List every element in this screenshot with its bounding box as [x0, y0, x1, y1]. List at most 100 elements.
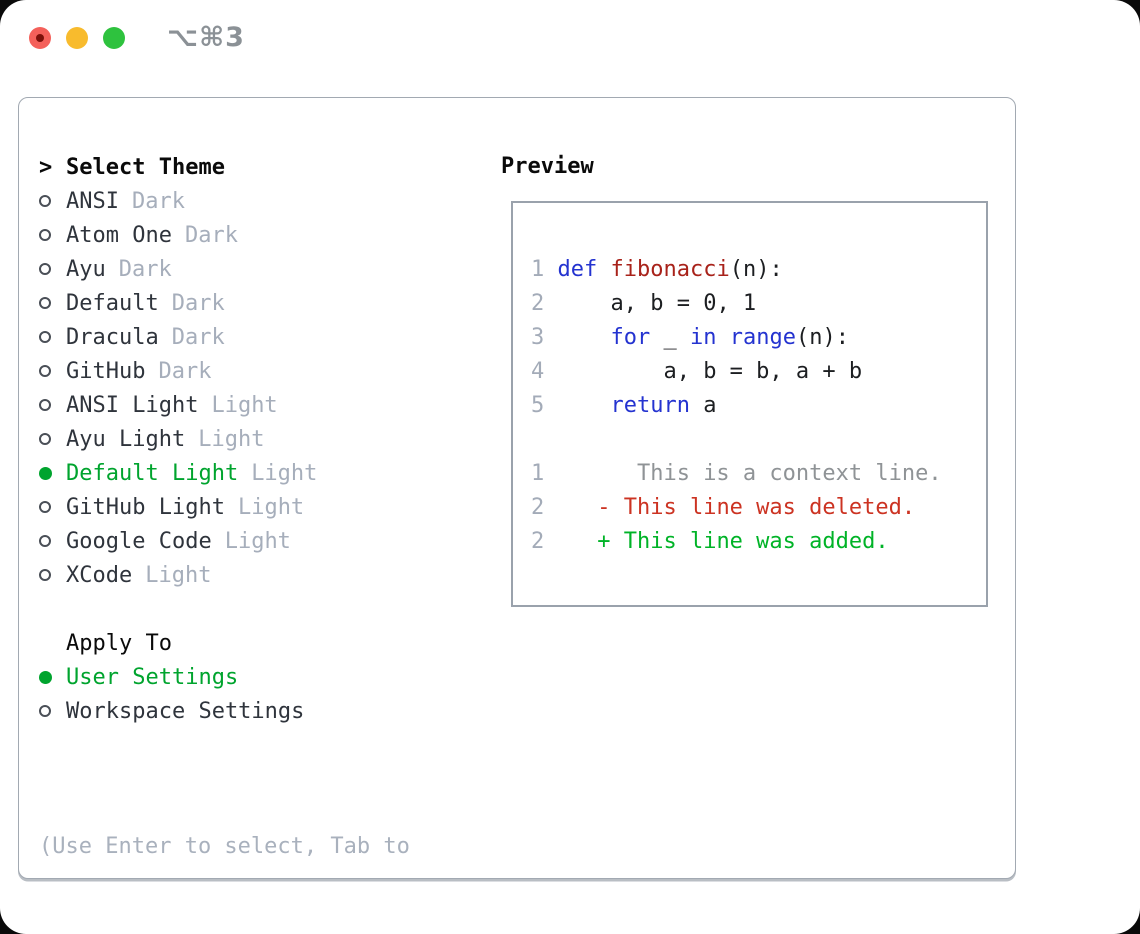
- radio-icon: [39, 331, 51, 343]
- item-label: Ayu: [66, 256, 106, 282]
- titlebar: ⌥⌘3: [0, 0, 1140, 76]
- item-variant-label: Dark: [118, 256, 172, 282]
- close-dot-icon: [36, 34, 44, 42]
- preview-line: 3 for _ in range(n):: [531, 321, 986, 355]
- radio-icon: [39, 229, 51, 241]
- item-label: Google Code: [66, 528, 212, 554]
- select-theme-header: > Select Theme: [39, 150, 489, 184]
- preview-line: 1 def fibonacci(n):: [531, 253, 986, 287]
- code-token-pl: [716, 325, 729, 350]
- code-token-fn: fibonacci: [610, 257, 730, 282]
- theme-option[interactable]: Ayu Light Light: [39, 422, 489, 456]
- item-label: Workspace Settings: [66, 698, 305, 724]
- code-token-pl: [544, 529, 597, 554]
- radio-selected-icon: [39, 466, 52, 480]
- item-variant-label: Light: [198, 426, 265, 452]
- item-variant-label: Light: [224, 528, 291, 554]
- preview-line: 1 This is a context line.: [531, 457, 986, 491]
- code-token-pl: a: [689, 393, 717, 418]
- theme-option-selected[interactable]: Default Light Light: [39, 456, 489, 490]
- preview-line: 2 a, b = 0, 1: [531, 287, 986, 321]
- item-label: Default Light: [66, 460, 239, 486]
- code-token-pl: (n):: [795, 325, 849, 350]
- spacer: [39, 592, 489, 626]
- code-token-pl: (n):: [729, 257, 783, 282]
- code-token-kw: for: [610, 325, 651, 350]
- code-token-pl: [558, 393, 611, 418]
- item-label: Dracula: [66, 324, 159, 350]
- spacer: [39, 728, 489, 762]
- keyboard-hint-line1: (Use Enter to select, Tab to: [39, 834, 410, 859]
- code-token-add: + This line was added.: [597, 529, 889, 554]
- code-token-pl: [597, 257, 610, 282]
- zoom-button[interactable]: [103, 27, 125, 49]
- radio-icon: [39, 433, 51, 445]
- apply-option-selected[interactable]: User Settings: [39, 660, 489, 694]
- item-label: Atom One: [66, 222, 172, 248]
- theme-option[interactable]: ANSI Light Light: [39, 388, 489, 422]
- preview-line: 2 + This line was added.: [531, 525, 986, 559]
- item-variant-label: Light: [211, 392, 278, 418]
- code-token-num: 3: [531, 325, 558, 350]
- radio-icon: [39, 365, 51, 377]
- select-theme-title: Select Theme: [66, 154, 225, 180]
- apply-to-header: Apply To: [39, 626, 489, 660]
- close-button[interactable]: [29, 27, 51, 49]
- code-token-del: - This line was deleted.: [597, 495, 916, 520]
- radio-icon: [39, 501, 51, 513]
- code-token-pl: _: [650, 325, 690, 350]
- minimize-button[interactable]: [66, 27, 88, 49]
- code-token-pl: [558, 325, 611, 350]
- radio-selected-icon: [39, 670, 52, 684]
- preview-title: Preview: [501, 154, 594, 179]
- code-token-num: 5: [531, 393, 558, 418]
- theme-option[interactable]: GitHub Light Light: [39, 490, 489, 524]
- code-token-pl: a, b = 0, 1: [557, 291, 757, 316]
- code-token-pl: a, b = b, a + b: [557, 359, 863, 384]
- item-label: Default: [66, 290, 159, 316]
- theme-option[interactable]: Atom One Dark: [39, 218, 489, 252]
- item-label: User Settings: [66, 664, 239, 690]
- item-variant-label: Light: [145, 562, 212, 588]
- preview-line: 4 a, b = b, a + b: [531, 355, 986, 389]
- item-label: ANSI Light: [66, 392, 199, 418]
- apply-to-title: Apply To: [66, 630, 172, 656]
- preview-line: 2 - This line was deleted.: [531, 491, 986, 525]
- preview-line: 5 return a: [531, 389, 986, 423]
- item-label: ANSI: [66, 188, 119, 214]
- code-token-kw: def: [557, 257, 598, 282]
- code-token-ctx: This is a context line.: [544, 461, 942, 486]
- item-variant-label: Dark: [171, 290, 225, 316]
- theme-option[interactable]: Google Code Light: [39, 524, 489, 558]
- item-variant-label: Dark: [184, 222, 238, 248]
- radio-icon: [39, 195, 51, 207]
- code-token-kw: return: [610, 393, 690, 418]
- item-variant-label: Light: [251, 460, 318, 486]
- apply-option[interactable]: Workspace Settings: [39, 694, 489, 728]
- radio-icon: [39, 569, 51, 581]
- theme-option[interactable]: ANSI Dark: [39, 184, 489, 218]
- prompt-caret: >: [39, 154, 53, 180]
- item-variant-label: Light: [237, 494, 305, 520]
- keyboard-hint: (Use Enter to select, Tab to change focu…: [39, 762, 489, 934]
- code-token-kw: range: [729, 325, 796, 350]
- item-variant-label: Dark: [131, 188, 185, 214]
- theme-option[interactable]: Ayu Dark: [39, 252, 489, 286]
- item-label: GitHub Light: [66, 494, 225, 520]
- code-token-kw: in: [689, 325, 717, 350]
- code-token-num: 2: [531, 529, 545, 554]
- theme-option[interactable]: Default Dark: [39, 286, 489, 320]
- radio-icon: [39, 263, 51, 275]
- code-token-pl: [544, 495, 597, 520]
- code-token-num: 2: [531, 495, 545, 520]
- radio-icon: [39, 705, 51, 717]
- item-label: Ayu Light: [66, 426, 186, 452]
- code-token-num: 1: [531, 461, 545, 486]
